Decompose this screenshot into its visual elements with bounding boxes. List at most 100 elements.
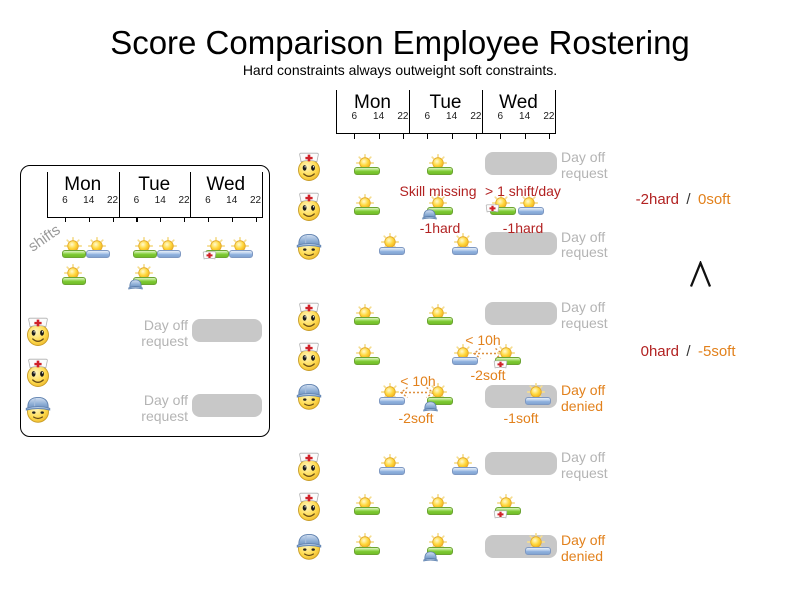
axis-divider — [118, 172, 120, 217]
shift-bar-blue — [378, 396, 405, 405]
shift-bar-blue — [451, 357, 478, 365]
sun-icon — [526, 382, 545, 402]
annotation-hard: > 1 shift/day — [485, 183, 561, 199]
axis-baseline — [336, 133, 556, 135]
builder-icon — [296, 533, 322, 560]
helmet-overlay — [421, 207, 437, 220]
sun — [134, 263, 154, 282]
shift-bar-blue — [451, 246, 478, 255]
shift-bar-green — [427, 167, 453, 175]
person-nurse — [296, 452, 322, 481]
sun-icon — [496, 343, 516, 362]
shift-bar-blue — [451, 467, 478, 475]
score-separator: / — [686, 191, 691, 208]
axis-tick — [88, 217, 90, 222]
builder-helmet-icon — [127, 278, 143, 290]
nurse-icon — [298, 302, 320, 331]
person-nurse — [296, 192, 322, 221]
sun-icon — [380, 382, 399, 402]
shift-bar-blue — [524, 396, 551, 405]
axis-divider — [555, 90, 557, 133]
score-label: 0hard / -5soft — [620, 344, 736, 359]
annotation-hard: -1hard — [502, 220, 544, 236]
axis-day-label: Mon — [354, 92, 391, 113]
axis-tick-label: 22 — [106, 195, 119, 206]
sun — [63, 263, 82, 282]
person-builder — [296, 532, 322, 561]
axis-tick-label: 6 — [205, 195, 211, 206]
nurse-icon — [298, 192, 320, 221]
axis-tick — [64, 217, 67, 222]
axis-tick — [548, 133, 551, 139]
person-nurse — [296, 342, 322, 371]
axis-tick-label: 6 — [424, 111, 431, 122]
day-off-rect — [484, 231, 557, 255]
sun — [519, 193, 538, 212]
axis-tick — [475, 133, 478, 139]
sun-icon — [158, 236, 178, 255]
axis-tick-label: 14 — [373, 111, 385, 122]
axis-tick — [427, 133, 429, 139]
sun — [428, 382, 448, 402]
axis-day-label: Wed — [206, 174, 246, 195]
sun-icon — [380, 232, 399, 252]
helmet-overlay — [422, 399, 438, 412]
axis-tick-label: 14 — [446, 111, 458, 122]
shift-bar-green — [427, 317, 453, 325]
person-nurse — [296, 302, 322, 331]
axis-tick — [136, 217, 138, 222]
axis-tick — [402, 133, 405, 139]
axis-divider — [482, 90, 484, 133]
nurse-cap-icon — [493, 510, 507, 519]
axis-tick-label: 14 — [519, 111, 531, 122]
axis-divider — [261, 172, 263, 217]
soft-score: 0soft — [698, 191, 731, 208]
sun — [428, 493, 448, 512]
builder-icon — [296, 383, 322, 410]
shift-bar-blue — [228, 250, 253, 258]
sun — [380, 382, 399, 402]
builder-helmet-icon — [422, 401, 438, 412]
builder-helmet-icon — [422, 551, 438, 562]
hard-score: 0hard — [640, 343, 679, 360]
shift-bar-green — [133, 250, 157, 258]
axis-tick — [255, 217, 257, 222]
sun-icon — [355, 532, 375, 552]
nurse-cap-icon — [485, 204, 499, 213]
day-off-rect — [484, 152, 557, 175]
axis-tick-label: 14 — [154, 195, 166, 206]
sun — [526, 532, 545, 552]
legend-person-builder — [25, 395, 51, 424]
nurse-cap-icon — [493, 360, 507, 369]
better-than-icon — [689, 259, 712, 287]
helmet-overlay — [422, 549, 438, 562]
sun-icon — [526, 532, 545, 552]
sun — [428, 193, 448, 212]
axis-day-label: Tue — [429, 92, 462, 113]
axis-tick — [207, 217, 210, 222]
annotation-hard: Skill missing — [399, 183, 477, 199]
person-nurse — [296, 492, 322, 521]
axis-divider — [47, 172, 49, 217]
legend-person-nurse — [25, 358, 51, 387]
builder-icon — [296, 233, 322, 260]
day-off-rect — [192, 394, 262, 417]
sun-icon — [355, 343, 375, 362]
axis-tick-label: 6 — [351, 111, 358, 122]
axis-day-label: Mon — [64, 174, 102, 195]
score-separator: / — [686, 343, 691, 360]
axis-tick — [524, 133, 526, 139]
better-than — [688, 259, 713, 288]
axis-tick-label: 14 — [83, 195, 95, 206]
axis-tick — [160, 217, 162, 222]
axis-tick — [112, 217, 114, 222]
sun — [526, 382, 545, 402]
axis-tick-label: 6 — [133, 195, 140, 206]
soft-score: -5soft — [698, 343, 736, 360]
